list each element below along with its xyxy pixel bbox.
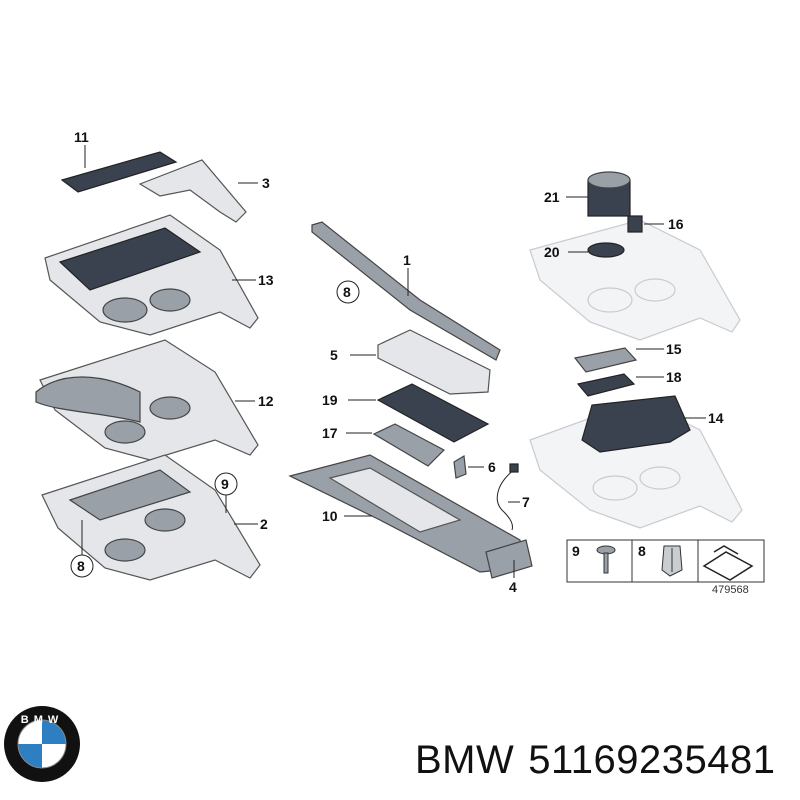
callout-3: 3 bbox=[262, 175, 270, 191]
logo-letters: BMW bbox=[21, 714, 64, 726]
part-3-trim bbox=[138, 159, 247, 223]
callout-20: 20 bbox=[544, 244, 560, 260]
callout-2: 2 bbox=[260, 516, 268, 532]
clip-icon bbox=[661, 545, 683, 577]
part-7-wire bbox=[496, 469, 515, 531]
callout-21: 21 bbox=[544, 189, 560, 205]
part-15-lid bbox=[573, 347, 638, 373]
part-12-console bbox=[35, 339, 259, 461]
callout-18: 18 bbox=[666, 369, 682, 385]
callout-19: 19 bbox=[322, 392, 338, 408]
mat-symbol-icon bbox=[702, 545, 754, 581]
callout-10: 10 bbox=[322, 508, 338, 524]
callout-16: 16 bbox=[668, 216, 684, 232]
callout-5: 5 bbox=[330, 347, 338, 363]
part-11-mat bbox=[60, 151, 178, 193]
part-21-cup bbox=[587, 171, 631, 217]
brand-part-label: BMW 51169235481 bbox=[415, 738, 790, 783]
part-1-strip bbox=[311, 221, 501, 361]
callout-1: 1 bbox=[403, 252, 411, 268]
part-18-mat bbox=[576, 373, 636, 397]
legend-label-8: 8 bbox=[638, 543, 646, 559]
part-ghost-console-lower bbox=[529, 399, 743, 529]
part-14-tray bbox=[581, 395, 691, 453]
callout-9: 9 bbox=[221, 476, 229, 492]
callout-12: 12 bbox=[258, 393, 274, 409]
callout-17: 17 bbox=[322, 425, 338, 441]
part-number: 51169235481 bbox=[528, 738, 776, 782]
callout-8a: 8 bbox=[77, 558, 85, 574]
part-5-bracket bbox=[377, 329, 491, 395]
callout-6: 6 bbox=[488, 459, 496, 475]
callout-11: 11 bbox=[74, 129, 89, 145]
part-ghost-console-upper bbox=[529, 219, 741, 341]
part-2-console bbox=[41, 454, 261, 581]
part-13-console bbox=[44, 214, 259, 336]
callout-15: 15 bbox=[666, 341, 682, 357]
legend-label-9: 9 bbox=[572, 543, 580, 559]
callout-13: 13 bbox=[258, 272, 274, 288]
part-4-bracket bbox=[485, 539, 533, 579]
part-20-ring bbox=[587, 242, 625, 258]
screw-icon bbox=[596, 545, 616, 574]
part-19-tray bbox=[376, 383, 490, 443]
brand-name: BMW bbox=[415, 738, 515, 782]
bmw-logo: BMW bbox=[4, 706, 80, 782]
part-6-clip bbox=[453, 455, 467, 479]
callout-14: 14 bbox=[708, 410, 724, 426]
callout-4: 4 bbox=[509, 579, 517, 595]
part-16-insert bbox=[627, 215, 643, 233]
part-17-pocket bbox=[372, 423, 445, 467]
fastener-legend-box: 9 8 bbox=[566, 539, 765, 583]
callout-8b: 8 bbox=[343, 284, 351, 300]
callout-7: 7 bbox=[522, 494, 530, 510]
diagram-number: 479568 bbox=[712, 584, 749, 596]
